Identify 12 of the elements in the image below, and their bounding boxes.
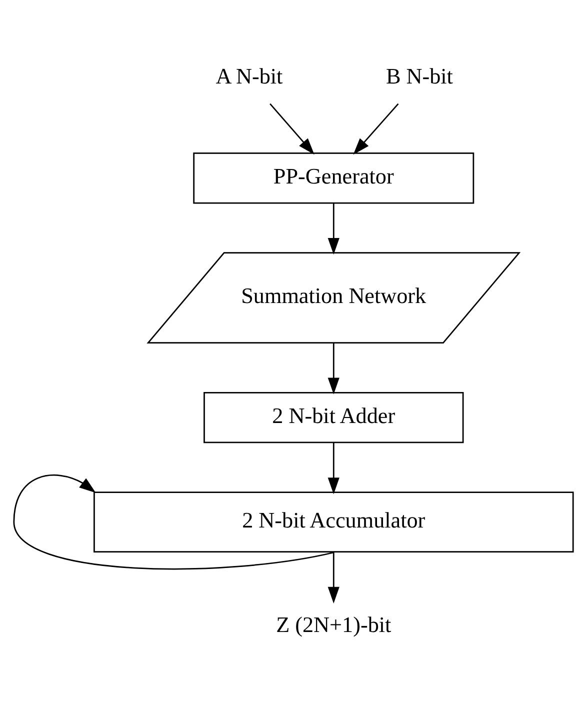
node-text: B N-bit <box>386 64 453 89</box>
node-box: 2 N-bit Accumulator <box>94 492 574 552</box>
arrow <box>328 203 340 255</box>
node-box: 2 N-bit Adder <box>204 392 464 444</box>
node-text: A N-bit <box>216 64 283 89</box>
arrow <box>328 552 340 604</box>
node-text: Z (2N+1)-bit <box>276 612 392 637</box>
node-box: PP-Generator <box>193 152 474 204</box>
arrow <box>353 103 399 155</box>
arrow <box>328 442 340 494</box>
arrow <box>328 343 340 394</box>
arrow <box>270 103 314 155</box>
